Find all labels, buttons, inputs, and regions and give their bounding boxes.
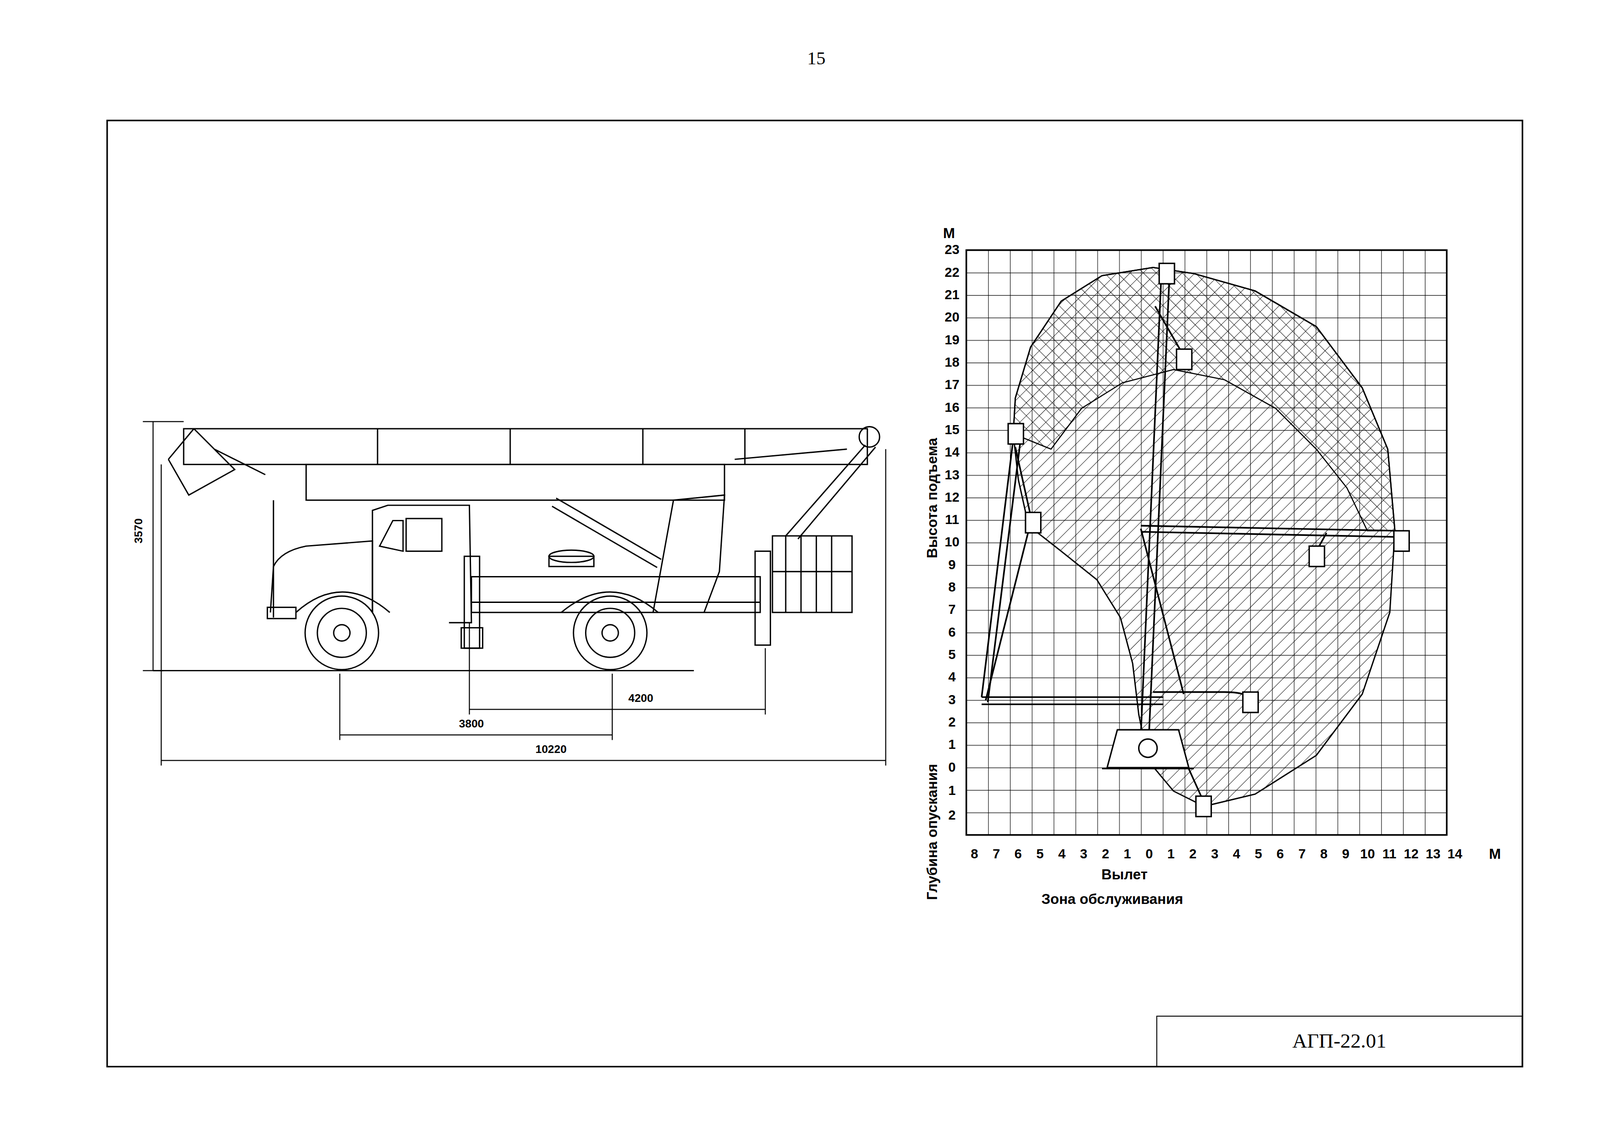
axis-tick: 13 [1425,847,1441,861]
axis-tick: 7 [992,847,1000,861]
truck-symbol [1102,729,1194,769]
axis-tick: 3 [1211,847,1219,861]
axis-tick: 3 [948,693,956,707]
dimension: 3570 [133,517,145,544]
axis-tick: 12 [944,490,960,504]
basket-symbols [1008,263,1409,817]
dimension: 10220 [535,743,567,755]
upper-zone [1013,267,1395,531]
axis-tick: 19 [944,333,960,347]
dimension-lines [142,421,886,766]
axis-tick: 16 [944,400,960,415]
title-block: АГП-22.01 [1156,1015,1523,1067]
axis-tick: 4 [1232,847,1241,861]
axis-tick: 14 [1447,847,1463,861]
axis-tick: 18 [944,355,960,369]
axis-tick: 12 [1403,847,1419,861]
axis-tick: 6 [948,625,956,639]
axis-tick: 4 [948,670,956,684]
grid [966,249,1447,835]
dimension: 4200 [628,692,654,704]
axis-tick: 2 [1189,847,1197,861]
axis-tick: 7 [948,603,956,617]
axis-tick: 20 [944,310,960,325]
page-number: 15 [807,48,826,68]
axis-tick: 5 [948,648,956,662]
axis-tick: 8 [1320,847,1328,861]
axis-tick: 2 [1101,847,1109,861]
axis-tick: 1 [948,784,956,798]
axis-tick: 8 [948,580,956,595]
axis-tick: 5 [1036,847,1044,861]
axis-title: Вылет [1101,867,1148,882]
axis-tick: 23 [944,243,960,257]
caption-text: Зона обслуживания [1041,891,1184,907]
truck-drawing [153,426,880,671]
axis-tick: 10 [1360,847,1375,861]
axis-tick: 13 [944,468,960,482]
axis-tick: 2 [948,715,956,730]
axis-tick: 11 [1382,847,1397,861]
axis-tick: 3 [1080,847,1088,861]
axis-title: Глубина опускания [925,763,940,900]
axis-tick: 9 [1341,847,1350,861]
axis-tick: 8 [970,847,979,861]
axis-tick: 17 [944,378,960,392]
axis-tick: 14 [944,445,960,460]
dimension: 3800 [459,717,485,730]
axis-tick: 2 [948,808,956,823]
axis-tick: 6 [1014,847,1022,861]
page-border [107,120,1523,1067]
axis-unit: М [1488,846,1501,861]
axis-title: Высота подъема [925,437,940,559]
axis-tick: 1 [1123,847,1131,861]
axis-tick: 21 [944,288,960,302]
axis-tick: 4 [1058,847,1066,861]
axis-tick: 6 [1276,847,1285,861]
axis-unit: М [942,226,955,241]
axis-tick: 7 [1298,847,1306,861]
axis-tick: 11 [945,513,960,527]
service-zone [1013,267,1395,807]
title-text: АГП-22.01 [1292,1029,1387,1052]
axis-tick: 22 [944,265,960,280]
axis-tick: 1 [948,738,956,752]
axis-tick: 5 [1254,847,1263,861]
axis-tick: 10 [944,535,960,549]
axis-tick: 15 [944,423,960,437]
axis-tick: 9 [948,558,956,572]
axis-tick: 0 [1145,847,1153,861]
axis-tick: 0 [948,760,956,774]
axis-tick: 1 [1167,847,1175,861]
boom-positions [981,277,1397,798]
